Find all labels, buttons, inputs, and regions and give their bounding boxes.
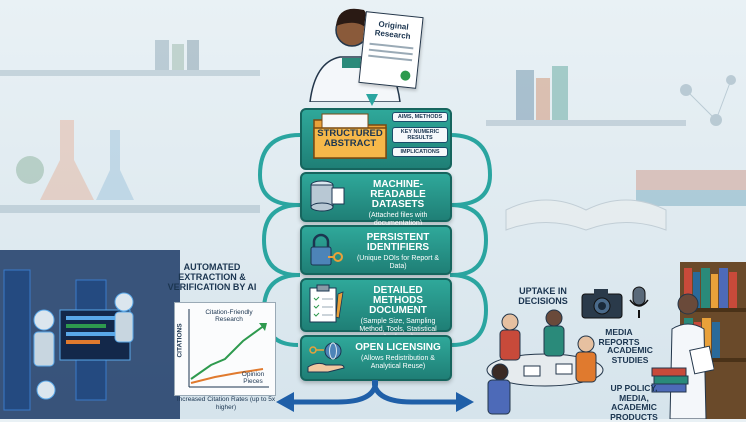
loop-arrows [257, 133, 493, 347]
folder-icon [313, 113, 387, 159]
microphone-icon [629, 286, 649, 318]
policy-products-label: UP POLICY, MEDIA, ACADEMIC PRODUCTS [610, 383, 658, 422]
card-identifiers: PERSISTENT IDENTIFIERS (Unique DOIs for … [300, 225, 452, 275]
abstract-tag-implications: IMPLICATIONS [392, 147, 448, 157]
academic-studies-label: ACADEMIC STUDIES [607, 345, 653, 365]
chart-ylabel: CITATIONS [176, 323, 184, 358]
scientist-reading-figure [669, 293, 714, 419]
card-datasets-subtitle: (Attached files with documentation) [368, 212, 428, 227]
right-output-arrow [372, 380, 474, 412]
clipboard-icon [309, 284, 344, 323]
line-citation-friendly [190, 324, 266, 380]
ai-server-room [0, 250, 180, 419]
card-methods-title: DETAILED METHODS DOCUMENT [369, 285, 427, 316]
uptake-label: UPTAKE IN DECISIONS [518, 286, 568, 306]
padlock-key-icon [310, 233, 343, 266]
media-reports-label: MEDIA REPORTS [598, 327, 640, 347]
card-datasets: MACHINE-READABLE DATASETS (Attached file… [300, 172, 452, 227]
seal-icon [399, 70, 411, 82]
citation-chart: CITATIONS Citation-Friendly Research Opi… [174, 302, 276, 396]
database-icon [310, 180, 345, 212]
label-citation-friendly: Citation-Friendly Research [205, 309, 253, 323]
line-opinion-pieces [190, 368, 264, 384]
open-hand-globe-icon [307, 342, 345, 373]
background-lab-shelf [0, 40, 260, 213]
decision-meeting-scene [486, 309, 604, 415]
abstract-tag-results: KEY NUMERIC RESULTS [392, 127, 448, 143]
research-document: Original Research [358, 11, 424, 89]
down-arrow-icon [366, 94, 378, 106]
abstract-tag-aims: AIMS, METHODS [392, 112, 448, 122]
abstract-title: STRUCTURED ABSTRACT [317, 128, 383, 149]
citation-lines [188, 309, 269, 388]
book-stack-icon [651, 367, 689, 393]
card-identifiers-title: PERSISTENT IDENTIFIERS [366, 232, 430, 253]
camera-icon [581, 289, 623, 319]
left-output-arrow [276, 380, 378, 412]
card-identifiers-subtitle: (Unique DOIs for Report & Data) [356, 255, 440, 270]
citation-caption: Increased Citation Rates (up to 5x highe… [176, 396, 276, 411]
ai-panel-title: AUTOMATED EXTRACTION & VERIFICATION BY A… [167, 262, 257, 292]
background-bookshelf [486, 66, 746, 231]
card-licensing-subtitle: (Allows Redistribution & Analytical Reus… [361, 355, 435, 370]
label-opinion-pieces: Opinion Pieces [241, 371, 265, 385]
card-datasets-title: MACHINE-READABLE DATASETS [370, 179, 426, 210]
card-licensing-title: OPEN LICENSING [355, 342, 441, 353]
card-licensing: OPEN LICENSING (Allows Redistribution & … [300, 335, 452, 381]
card-methods: DETAILED METHODS DOCUMENT (Sample Size, … [300, 278, 452, 341]
document-title: Original Research [374, 19, 412, 41]
